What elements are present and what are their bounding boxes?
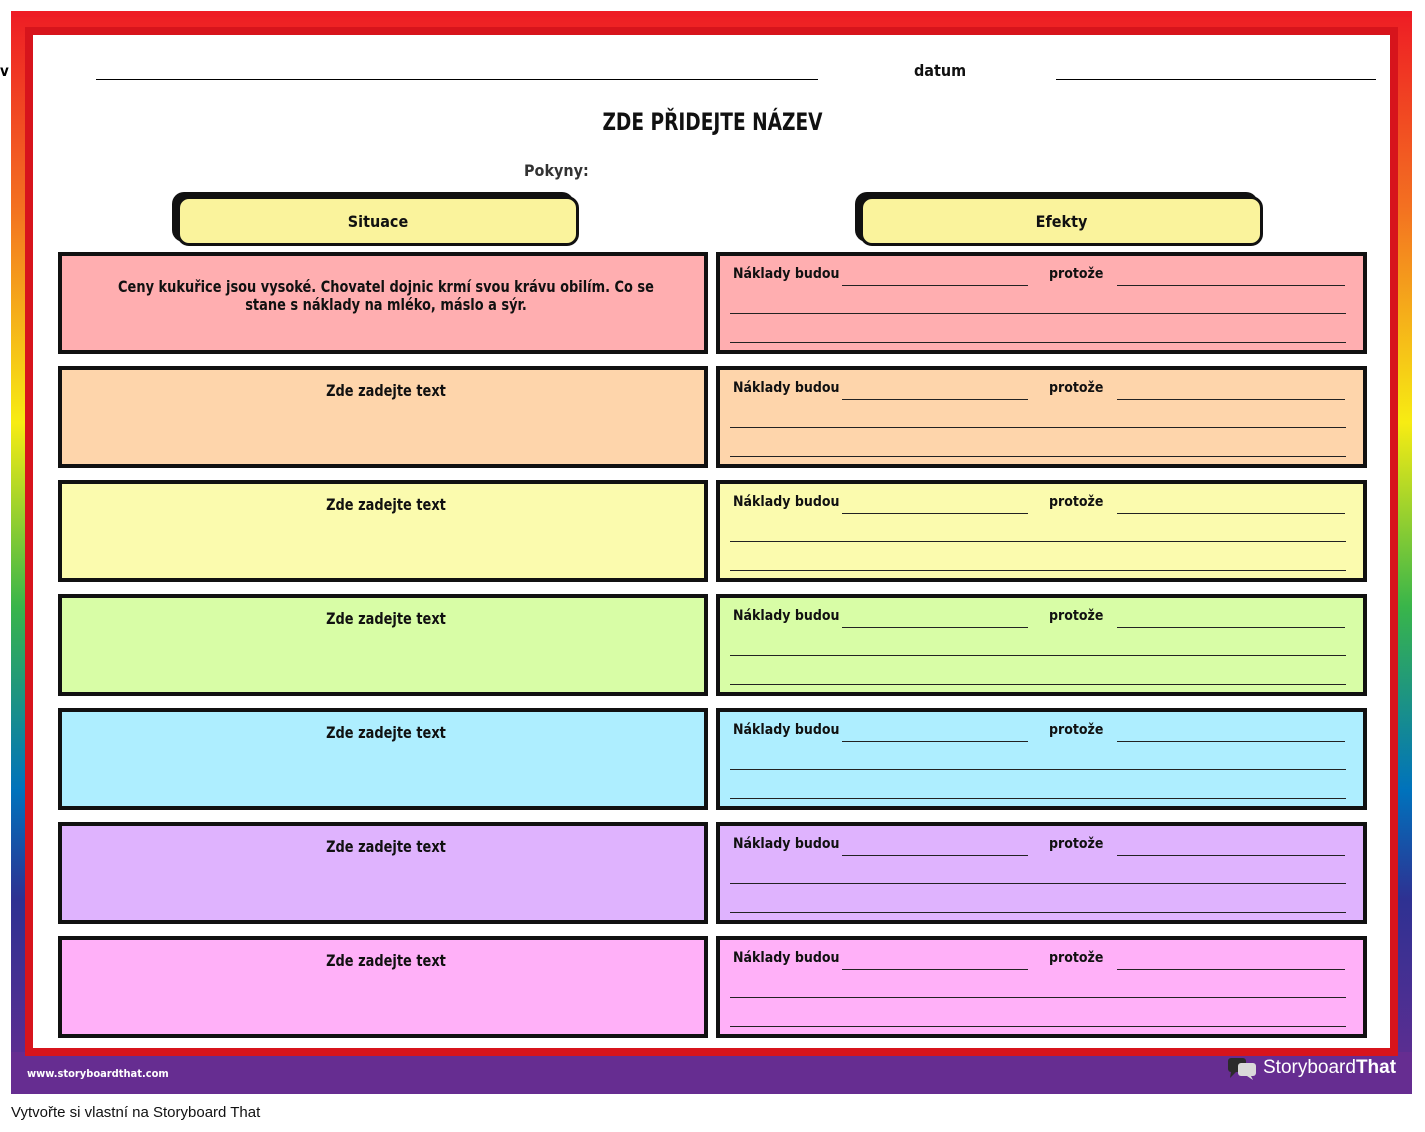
because-blank[interactable]: [1117, 627, 1345, 628]
situation-box[interactable]: Zde zadejte text: [58, 480, 708, 582]
answer-line[interactable]: [730, 883, 1346, 884]
situation-text[interactable]: Zde zadejte text: [326, 381, 446, 400]
answer-line[interactable]: [730, 655, 1346, 656]
answer-line[interactable]: [730, 427, 1346, 428]
situation-box[interactable]: Zde zadejte text: [58, 366, 708, 468]
costs-will-label: Náklady budou: [733, 380, 840, 396]
costs-will-blank[interactable]: [842, 285, 1028, 286]
costs-will-blank[interactable]: [842, 399, 1028, 400]
because-label: protože: [1049, 380, 1104, 396]
costs-will-label: Náklady budou: [733, 950, 840, 966]
footer-band: [11, 1052, 1412, 1094]
costs-will-label: Náklady budou: [733, 494, 840, 510]
situation-text[interactable]: Zde zadejte text: [326, 951, 446, 970]
effect-box[interactable]: Náklady budou protože: [716, 594, 1367, 696]
costs-will-blank[interactable]: [842, 969, 1028, 970]
because-label: protože: [1049, 950, 1104, 966]
logo-word-storyboard: Storyboard: [1263, 1057, 1356, 1078]
answer-line[interactable]: [730, 798, 1346, 799]
effect-box[interactable]: Náklady budou protože: [716, 708, 1367, 810]
because-label: protože: [1049, 836, 1104, 852]
effect-box[interactable]: Náklady budou protože: [716, 822, 1367, 924]
effect-box[interactable]: Náklady budou protože: [716, 480, 1367, 582]
column-header-effects[interactable]: Efekty: [860, 196, 1263, 246]
situation-box[interactable]: Zde zadejte text: [58, 822, 708, 924]
situation-box[interactable]: Zde zadejte text: [58, 708, 708, 810]
because-blank[interactable]: [1117, 513, 1345, 514]
instructions-label[interactable]: Pokyny:: [524, 161, 589, 180]
answer-line[interactable]: [730, 313, 1346, 314]
answer-line[interactable]: [730, 342, 1346, 343]
site-url[interactable]: www.storyboardthat.com: [27, 1067, 169, 1080]
because-blank[interactable]: [1117, 399, 1345, 400]
answer-line[interactable]: [730, 1026, 1346, 1027]
because-label: protože: [1049, 608, 1104, 624]
answer-line[interactable]: [730, 570, 1346, 571]
name-label: v: [0, 62, 9, 80]
because-label: protože: [1049, 494, 1104, 510]
because-label: protože: [1049, 266, 1104, 282]
situation-box[interactable]: Ceny kukuřice jsou vysoké. Chovatel dojn…: [58, 252, 708, 354]
costs-will-blank[interactable]: [842, 513, 1028, 514]
answer-line[interactable]: [730, 769, 1346, 770]
logo-word-that: That: [1355, 1057, 1397, 1078]
because-blank[interactable]: [1117, 285, 1345, 286]
costs-will-label: Náklady budou: [733, 266, 840, 282]
answer-line[interactable]: [730, 997, 1346, 998]
answer-line[interactable]: [730, 684, 1346, 685]
situation-text[interactable]: Ceny kukuřice jsou vysoké. Chovatel dojn…: [118, 277, 654, 314]
effect-box[interactable]: Náklady budou protože: [716, 936, 1367, 1038]
costs-will-blank[interactable]: [842, 627, 1028, 628]
situation-text[interactable]: Zde zadejte text: [326, 609, 446, 628]
date-field[interactable]: [1056, 79, 1376, 80]
costs-will-label: Náklady budou: [733, 722, 840, 738]
because-blank[interactable]: [1117, 969, 1345, 970]
costs-will-label: Náklady budou: [733, 836, 840, 852]
situation-box[interactable]: Zde zadejte text: [58, 936, 708, 1038]
speech-bubbles-icon: [1227, 1056, 1257, 1080]
frame-top-edge: [11, 11, 1412, 17]
answer-line[interactable]: [730, 456, 1346, 457]
because-label: protože: [1049, 722, 1104, 738]
answer-line[interactable]: [730, 541, 1346, 542]
name-field[interactable]: [96, 79, 818, 80]
page-title[interactable]: ZDE PŘIDEJTE NÁZEV: [602, 108, 823, 136]
bottom-caption[interactable]: Vytvořte si vlastní na Storyboard That: [11, 1104, 261, 1121]
effect-box[interactable]: Náklady budou protože: [716, 252, 1367, 354]
column-header-situation[interactable]: Situace: [177, 196, 579, 246]
costs-will-label: Náklady budou: [733, 608, 840, 624]
situation-box[interactable]: Zde zadejte text: [58, 594, 708, 696]
because-blank[interactable]: [1117, 855, 1345, 856]
situation-text[interactable]: Zde zadejte text: [326, 495, 446, 514]
answer-line[interactable]: [730, 912, 1346, 913]
effect-box[interactable]: Náklady budou protože: [716, 366, 1367, 468]
situation-text[interactable]: Zde zadejte text: [326, 837, 446, 856]
costs-will-blank[interactable]: [842, 855, 1028, 856]
costs-will-blank[interactable]: [842, 741, 1028, 742]
situation-text[interactable]: Zde zadejte text: [326, 723, 446, 742]
storyboardthat-logo[interactable]: StoryboardThat: [1227, 1056, 1396, 1080]
date-label: datum: [914, 61, 967, 80]
because-blank[interactable]: [1117, 741, 1345, 742]
